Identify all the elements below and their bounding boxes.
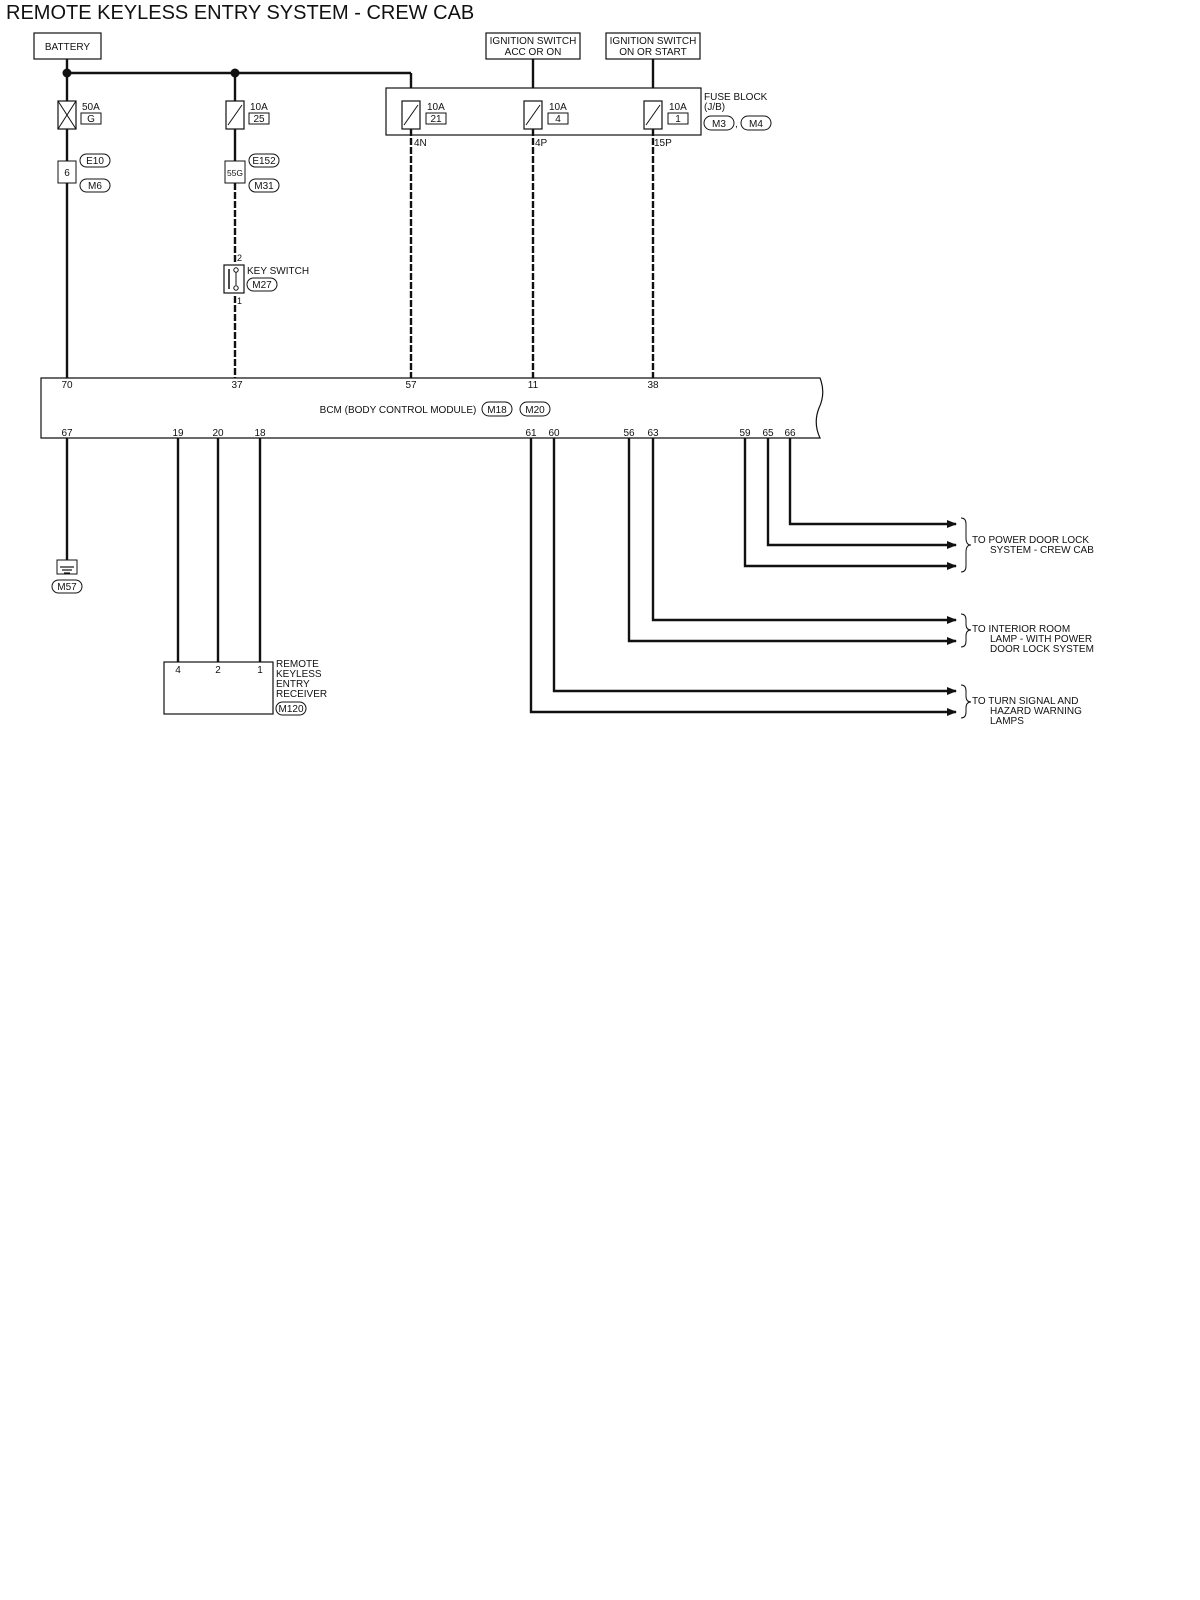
fuse-10a-25-rating: 10A <box>250 102 268 113</box>
key-switch-connector: M27 <box>252 280 272 291</box>
battery-splice-dot <box>62 68 72 78</box>
bcm-pin-37: 37 <box>231 380 243 391</box>
bcm-module: 70 37 57 11 38 BCM (BODY CONTROL MODULE)… <box>40 377 824 439</box>
destination-turn-signal-hazard: TO TURN SIGNAL AND HAZARD WARNING LAMPS <box>960 684 1082 727</box>
page-title: REMOTE KEYLESS ENTRY SYSTEM - CREW CAB <box>6 2 475 24</box>
dest-power-door-lock-line-2: SYSTEM - CREW CAB <box>990 545 1094 556</box>
ground-connector-label: M57 <box>57 582 77 593</box>
outgoing-wires <box>529 438 957 716</box>
dest-turn-signal-line-3: LAMPS <box>990 716 1024 727</box>
connector-e10-m6: 6 E10 M6 <box>57 153 111 193</box>
connector-e152-m31: 55G E152 M31 <box>224 153 280 193</box>
receiver-connector-label: M120 <box>278 704 303 715</box>
fuse-10a-1-id: 1 <box>675 114 681 125</box>
fuse-10a-25: 10A 25 <box>225 100 270 130</box>
fuse-10a-1-pin: 15P <box>654 138 672 149</box>
fuse-block-connector-m4: M4 <box>749 119 763 130</box>
connector-e152-label: E152 <box>252 156 276 167</box>
destination-interior-room-lamp: TO INTERIOR ROOM LAMP - WITH POWER DOOR … <box>960 613 1094 655</box>
ign-acc-label-2: ACC OR ON <box>505 47 562 58</box>
ignition-switch-acc-source: IGNITION SWITCH ACC OR ON <box>485 32 581 60</box>
ign-start-label-1: IGNITION SWITCH <box>610 36 697 47</box>
dest-interior-room-line-3: DOOR LOCK SYSTEM <box>990 644 1094 655</box>
fuse-10a-4-id: 4 <box>555 114 561 125</box>
receiver-label-4: RECEIVER <box>276 689 327 700</box>
receiver-pin-2: 2 <box>215 665 221 676</box>
fuse-10a-4: 10A 4 4P <box>523 100 569 149</box>
bcm-pin-57: 57 <box>405 380 417 391</box>
bcm-pin-60: 60 <box>548 428 560 439</box>
remote-keyless-entry-receiver: 4 2 1 REMOTE KEYLESS ENTRY RECEIVER M120 <box>163 438 327 716</box>
connector-m6-label: M6 <box>88 181 102 192</box>
bcm-label: BCM (BODY CONTROL MODULE) <box>320 405 477 416</box>
battery-label: BATTERY <box>45 42 91 53</box>
destination-power-door-lock: TO POWER DOOR LOCK SYSTEM - CREW CAB <box>960 517 1094 573</box>
battery-source: BATTERY <box>33 32 102 60</box>
bcm-pin-67: 67 <box>61 428 73 439</box>
bcm-pin-38: 38 <box>647 380 659 391</box>
fuse-block-label: FUSE BLOCK <box>704 92 768 103</box>
ground-m57: M57 <box>51 438 83 594</box>
connector-e10-pin: 6 <box>64 168 70 179</box>
fuse-10a-21-id: 21 <box>430 114 442 125</box>
fuse-block-connector-separator: , <box>735 119 738 130</box>
bcm-pin-20: 20 <box>212 428 224 439</box>
bcm-pin-66: 66 <box>784 428 796 439</box>
bcm-pin-19: 19 <box>172 428 184 439</box>
dest-turn-signal-line-1: TO TURN SIGNAL AND <box>972 696 1079 707</box>
ign-start-label-2: ON OR START <box>619 47 686 58</box>
fuse-10a-21-pin: 4N <box>414 138 427 149</box>
fuse-10a-4-rating: 10A <box>549 102 567 113</box>
bcm-connector-m18: M18 <box>487 405 507 416</box>
connector-e10-label: E10 <box>86 156 104 167</box>
bcm-pin-59: 59 <box>739 428 751 439</box>
bcm-connector-m20: M20 <box>525 405 545 416</box>
dest-interior-room-line-2: LAMP - WITH POWER <box>990 634 1092 645</box>
fuse-50a-rating: 50A <box>82 102 100 113</box>
fuse-10a-1-rating: 10A <box>669 102 687 113</box>
receiver-pin-4: 4 <box>175 665 181 676</box>
fuse-10a-4-pin: 4P <box>535 138 548 149</box>
dest-power-door-lock-line-1: TO POWER DOOR LOCK <box>972 535 1089 546</box>
connector-m31-label: M31 <box>254 181 274 192</box>
key-switch-label: KEY SWITCH <box>247 266 309 277</box>
ign-acc-label-1: IGNITION SWITCH <box>490 36 577 47</box>
dest-turn-signal-line-2: HAZARD WARNING <box>990 706 1082 717</box>
bcm-pin-61: 61 <box>525 428 537 439</box>
bcm-pin-65: 65 <box>762 428 774 439</box>
fuse-block-connector-m3: M3 <box>712 119 726 130</box>
bcm-pin-11: 11 <box>528 380 539 391</box>
dest-interior-room-line-1: TO INTERIOR ROOM <box>972 624 1070 635</box>
fuse-50a-id: G <box>87 114 95 125</box>
fuse-10a-21-rating: 10A <box>427 102 445 113</box>
fuse-10a-25-id: 25 <box>253 114 265 125</box>
bcm-pin-70: 70 <box>61 380 73 391</box>
key-switch-pin-2: 2 <box>237 253 242 263</box>
bcm-pin-63: 63 <box>647 428 659 439</box>
fuse-to-bcm-wires <box>65 129 655 378</box>
bcm-pin-56: 56 <box>623 428 635 439</box>
fuse-10a-21: 10A 21 4N <box>401 100 447 149</box>
receiver-label-1: REMOTE <box>276 659 319 670</box>
connector-e152-pin: 55G <box>227 168 243 178</box>
fuse-feed-splice-dot <box>230 68 240 78</box>
key-switch-pin-1: 1 <box>237 296 242 306</box>
fuse-50a-g: 50A G <box>57 100 102 130</box>
receiver-pin-1: 1 <box>257 665 263 676</box>
receiver-label-2: KEYLESS <box>276 669 322 680</box>
receiver-label-3: ENTRY <box>276 679 310 690</box>
bcm-pin-18: 18 <box>254 428 266 439</box>
fuse-block-sublabel: (J/B) <box>704 102 725 113</box>
ignition-switch-start-source: IGNITION SWITCH ON OR START <box>605 32 701 60</box>
key-switch: 2 1 KEY SWITCH M27 <box>223 253 309 306</box>
